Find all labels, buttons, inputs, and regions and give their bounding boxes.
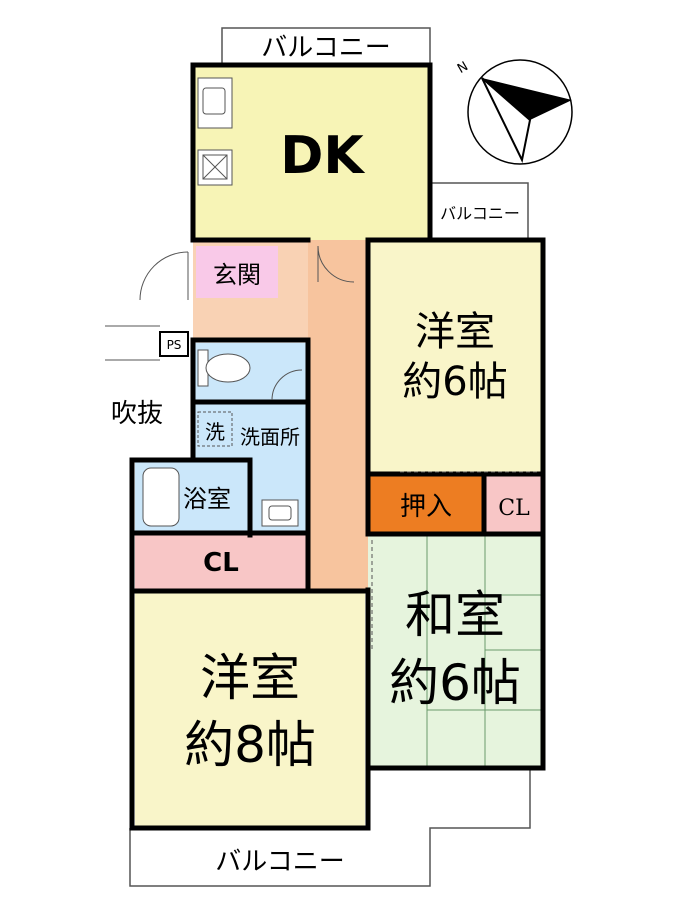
genkan-fill <box>196 246 278 298</box>
washitsu-fill <box>368 535 543 768</box>
compass: N <box>455 59 573 165</box>
room-washitsu-line1: 和室 <box>405 586 505 644</box>
cl-left-fill <box>135 535 307 590</box>
ps-box <box>159 331 189 357</box>
room-oshiire-label: 押入 <box>400 492 452 522</box>
room-youshitsu-small-line2: 約6帖 <box>402 359 507 405</box>
cl-right-fill <box>486 476 542 532</box>
walls <box>129 62 546 831</box>
room-dk-label: DK <box>280 126 365 186</box>
room-senmenjo-label: 洗面所 <box>240 425 300 449</box>
room-genkan-label: 玄関 <box>213 261 261 289</box>
room-youshitsu-large-line2: 約8帖 <box>184 716 316 774</box>
room-youshitsu-large-line1: 洋室 <box>200 649 300 707</box>
youshitsu-small-fill <box>368 240 543 472</box>
compass-north-label: N <box>455 59 471 77</box>
balcony-top-label: バルコニー <box>261 33 390 63</box>
room-ps-label: PS <box>167 338 182 352</box>
room-fukinuke-label: 吹抜 <box>111 399 163 429</box>
balcony-right-label: バルコニー <box>440 204 520 223</box>
balcony-bottom-label: バルコニー <box>215 847 344 877</box>
tatami-lines <box>426 535 543 768</box>
balcony-outlines <box>129 27 531 887</box>
corridor-fill <box>308 240 368 590</box>
room-youshitsu-small-line1: 洋室 <box>415 309 495 355</box>
room-yokushitsu-label: 浴室 <box>183 485 231 513</box>
washer-label: 洗 <box>205 420 225 444</box>
room-cl-right-label: CL <box>498 496 530 521</box>
youshitsu-large-fill <box>135 590 365 828</box>
fixtures <box>139 77 540 650</box>
compass-arrow-tail-icon <box>481 77 532 164</box>
oshiire-fill <box>370 476 482 532</box>
room-cl-left-label: CL <box>203 548 239 578</box>
room-washitsu-line2: 約6帖 <box>389 654 521 712</box>
